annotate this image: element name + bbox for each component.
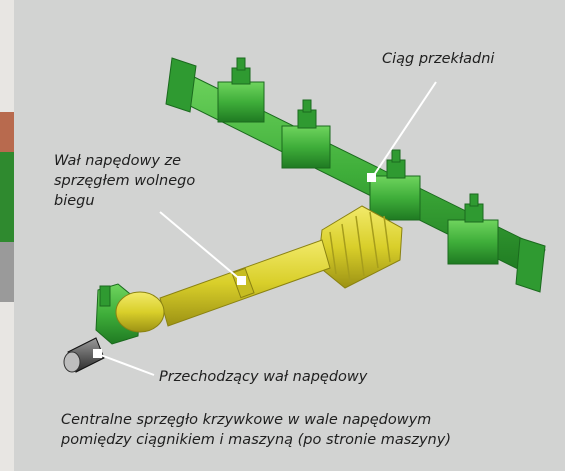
label-driveshaft-line1: Wał napędowy ze (54, 151, 195, 171)
leader-marker-through-shaft (93, 349, 102, 358)
label-gear-train: Ciąg przekładni (382, 49, 494, 69)
clutch-housing (96, 284, 164, 344)
label-driveshaft: Wał napędowy ze sprzęgłem wolnego biegu (54, 151, 195, 211)
leader-marker-driveshaft (237, 276, 246, 285)
label-through-shaft: Przechodzący wał napędowy (159, 367, 367, 387)
figure-caption: Centralne sprzęgło krzywkowe w wale napę… (61, 410, 561, 450)
driveshaft (160, 206, 402, 326)
label-driveshaft-line3: biegu (54, 191, 195, 211)
leader-marker-gear-train (367, 173, 376, 182)
caption-line2: pomiędzy ciągnikiem i maszyną (po stroni… (61, 430, 561, 450)
label-driveshaft-line2: sprzęgłem wolnego (54, 171, 195, 191)
caption-line1: Centralne sprzęgło krzywkowe w wale napę… (61, 410, 561, 430)
